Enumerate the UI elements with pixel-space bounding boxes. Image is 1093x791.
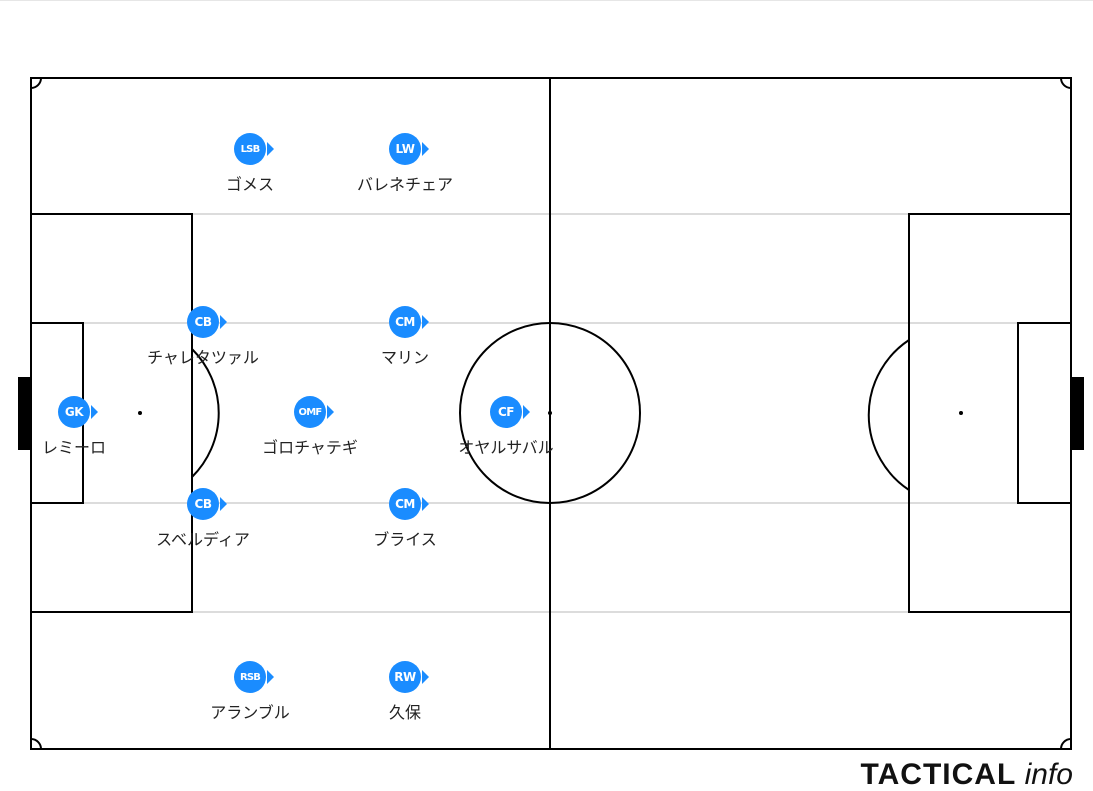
right-penalty-spot [959,411,963,415]
left-penalty-spot [138,411,142,415]
player-cm-right[interactable]: CM ブライス [315,488,495,549]
position-badge: CF [490,396,522,428]
position-badge: CM [389,488,421,520]
direction-arrow-icon [267,142,274,156]
corner-arc-bottom-right [1060,738,1072,750]
player-name: マリン [380,348,429,367]
player-name: 久保 [388,703,421,722]
position-badge: CB [187,488,219,520]
position-badge: LW [389,133,421,165]
left-goal [18,377,31,450]
corner-arc-top-right [1060,77,1072,89]
direction-arrow-icon [422,142,429,156]
player-lw[interactable]: LW バレネチェア [315,133,495,194]
position-badge: RW [389,661,421,693]
corner-arc-bottom-left [30,738,42,750]
center-spot [548,411,552,415]
direction-arrow-icon [422,315,429,329]
player-cm-left[interactable]: CM マリン [315,306,495,367]
position-badge: CB [187,306,219,338]
direction-arrow-icon [422,497,429,511]
position-badge: LSB [234,133,266,165]
right-penalty-arc [867,339,910,491]
player-name: ゴメス [225,175,274,194]
right-penalty-area [908,213,1072,613]
player-name: ブライス [373,530,437,549]
position-badge: RSB [234,661,266,693]
direction-arrow-icon [422,670,429,684]
position-badge: CM [389,306,421,338]
player-name: アランブル [210,703,290,722]
center-circle [459,322,641,504]
direction-arrow-icon [267,670,274,684]
player-rw[interactable]: RW 久保 [315,661,495,722]
player-name: レミーロ [41,438,106,457]
player-name: ゴロチャテギ [262,438,358,457]
right-goal [1071,377,1084,450]
right-goal-area [1017,322,1072,504]
position-badge: OMF [294,396,326,428]
player-rsb[interactable]: RSB アランブル [160,661,340,722]
left-penalty-arc [191,348,220,478]
player-lsb[interactable]: LSB ゴメス [160,133,340,194]
direction-arrow-icon [220,497,227,511]
player-name: チャレタツァル [147,348,259,367]
player-name: バレネチェア [356,175,453,194]
player-name: スベルディア [156,530,250,549]
direction-arrow-icon [220,315,227,329]
direction-arrow-icon [327,405,334,419]
player-cf[interactable]: CF オヤルサバル [416,396,596,457]
player-omf[interactable]: OMF ゴロチャテギ [220,396,400,457]
player-gk[interactable]: GK レミーロ [0,396,164,457]
player-cb-left[interactable]: CB チャレタツァル [113,306,293,367]
direction-arrow-icon [523,405,530,419]
top-divider [0,0,1093,1]
corner-arc-top-left [30,77,42,89]
position-badge: GK [58,396,90,428]
player-cb-right[interactable]: CB スベルディア [113,488,293,549]
brand-logo: TACTICAL info [860,758,1073,791]
player-name: オヤルサバル [458,438,554,457]
direction-arrow-icon [91,405,98,419]
